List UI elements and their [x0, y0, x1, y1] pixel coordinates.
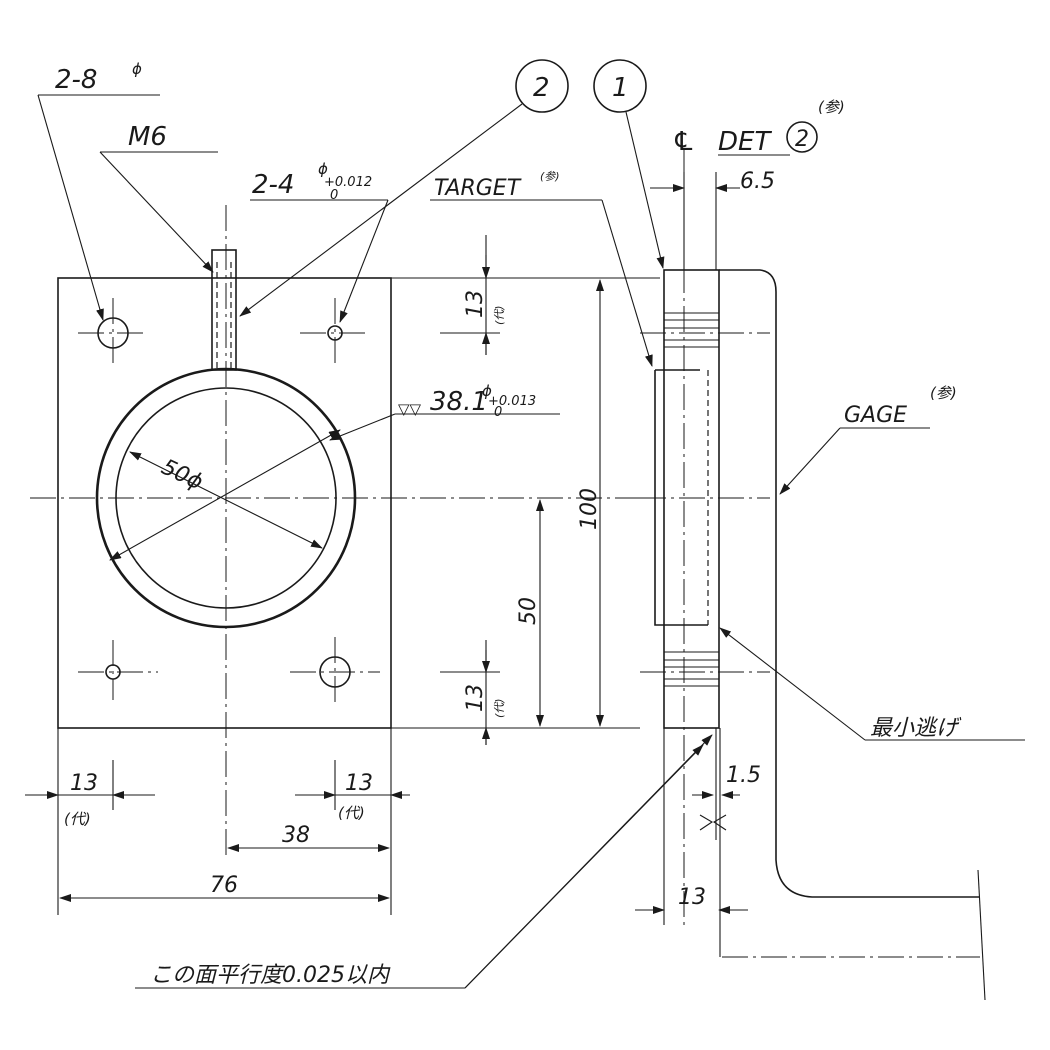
pin-hole-tol-lower: 0 — [330, 188, 338, 203]
bore-diameter-line-2 — [109, 429, 341, 561]
dim-13-top-text: 13 — [463, 290, 488, 318]
target-label: TARGET — [434, 176, 522, 201]
holes-8-label: 2-8 — [55, 65, 97, 95]
dim-13-bottom-text: 13 — [463, 684, 488, 712]
pin-hole-label: 2-4 — [252, 170, 294, 200]
parallel-note-label: この面平行度0.025以内 — [150, 963, 391, 988]
pin-hole-tol-upper: +0.012 — [324, 175, 372, 190]
gage-label: GAGE — [844, 403, 907, 428]
dim-6-5-text: 6.5 — [740, 169, 775, 194]
gage-ref: (参) — [930, 384, 957, 402]
gage-outline — [719, 269, 980, 898]
dim-76-text: 76 — [210, 873, 238, 898]
bore-label: 38.1 — [430, 387, 488, 417]
parallel-leader-2 — [464, 744, 704, 989]
front-dimensions: 13 (代) 13 (代) 50 100 13 (代) 13 (代) 38 76 — [25, 235, 660, 915]
front-view: 50 ϕ — [30, 205, 650, 855]
outer-diameter-label: 50ϕ — [157, 455, 206, 496]
balloon-2 — [515, 59, 569, 113]
dim-1-5-text: 1.5 — [726, 763, 761, 788]
det-ref: (参) — [818, 98, 845, 116]
bore-outer-circle — [95, 367, 357, 629]
det-balloon-text: 2 — [795, 127, 809, 152]
dim-13-right-typ: (代) — [338, 804, 365, 822]
dim-13-side-text: 13 — [678, 885, 706, 910]
target-leader — [601, 199, 653, 367]
cl-symbol: ℄ — [672, 127, 695, 157]
thread-hatch-bottom — [664, 651, 719, 687]
gage-break-line — [977, 869, 986, 1001]
target-ref: (参) — [540, 170, 560, 183]
bore-phi: ϕ — [482, 382, 492, 400]
dim-1-5-mark — [699, 814, 727, 831]
holes-8-leader — [37, 94, 104, 321]
gage-leader — [779, 427, 841, 495]
bore-tol-upper: +0.013 — [488, 394, 536, 409]
balloon-1 — [593, 59, 647, 113]
m6-stem — [211, 249, 237, 371]
balloon-1-leader — [625, 111, 665, 269]
dim-50-text: 50 — [516, 597, 541, 625]
m6-leader — [99, 151, 214, 273]
det-label: DET — [718, 127, 772, 157]
balloon-2-leader — [239, 103, 523, 317]
pin-hole-phi: ϕ — [318, 160, 328, 178]
balloon-1-text: 1 — [612, 73, 629, 103]
side-plate-outline — [663, 269, 720, 729]
front-annotations: 2-8 ϕ M6 2-4 ϕ +0.012 0 ▽▽ 38.1 ϕ +0.013… — [37, 59, 665, 441]
dim-13-left-typ: (代) — [64, 810, 91, 828]
dim-13-bottom-typ: (代) — [493, 698, 506, 718]
dim-13-left-text: 13 — [70, 771, 98, 796]
bore-tol-lower: 0 — [494, 405, 502, 420]
det-balloon — [786, 121, 818, 153]
holes-8-phi: ϕ — [132, 60, 142, 78]
target-recess — [654, 370, 708, 626]
dim-13-top-typ: (代) — [493, 305, 506, 325]
thread-hatch-top — [664, 312, 719, 348]
dim-38-text: 38 — [282, 823, 310, 848]
bore-leader — [329, 413, 396, 441]
front-plate-outline — [57, 277, 392, 729]
bore-finish-mark: ▽▽ — [398, 400, 422, 418]
min-relief-leader — [719, 627, 866, 741]
dim-100-text: 100 — [577, 488, 602, 530]
m6-label: M6 — [128, 122, 167, 152]
side-view: ℄ DET 2 (参) 6.5 TARGET (参) GAGE (参) 最小逃げ… — [135, 98, 1025, 1001]
min-relief-label: 最小逃げ — [870, 716, 962, 741]
dim-13-right-text: 13 — [345, 771, 373, 796]
balloon-2-text: 2 — [533, 73, 550, 103]
pin-hole-leader — [339, 199, 389, 323]
